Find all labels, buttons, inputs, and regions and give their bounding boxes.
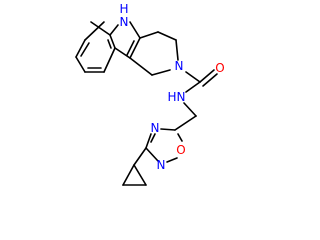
bond-pyrrole-3 — [129, 37, 141, 59]
bond-oxadiazole-2 — [177, 133, 183, 142]
bond-piperidine-4 — [151, 69, 171, 76]
bond-benzene-1 — [90, 21, 111, 36]
bond-pyrrole-2 — [129, 21, 141, 39]
bond-piperidine-5 — [129, 57, 153, 76]
bond-cyclopropyl-1 — [133, 164, 147, 186]
bond-cyclopropyl-link — [133, 147, 147, 166]
atom-nh-amide-h: H — [167, 90, 176, 104]
bond-oxadiazole-5 — [145, 133, 152, 149]
bond-oxadiazole-1 — [160, 128, 176, 131]
bond-benzene-inner-3 — [107, 39, 112, 49]
atom-o-carbonyl: O — [215, 61, 224, 75]
bond-oxadiazole-4 — [145, 147, 159, 162]
bond-nh-ch2 — [183, 102, 197, 117]
bond-benzene-5 — [75, 56, 86, 73]
bond-carbonyl-nh — [185, 81, 201, 93]
atom-n-ring: N — [175, 59, 184, 73]
atom-nh-indole-h: H — [119, 2, 128, 16]
atom-n-oxadiazole-top: N — [151, 121, 160, 135]
bond-benzene-2 — [109, 34, 116, 49]
bond-pyrrole-1 — [109, 24, 119, 36]
bond-oxadiazole-6 — [150, 133, 156, 143]
bond-pyrrole-4 — [126, 40, 135, 56]
bond-pyrrole-5 — [114, 47, 131, 59]
bond-oxadiazole-3 — [166, 157, 178, 163]
structure-drawing: N H N O H N N O N — [75, 2, 225, 186]
molecule-canvas: N H N O H N N O N — [75, 2, 225, 186]
bond-cyclopropyl-3 — [122, 164, 135, 186]
bond-piperidine-3 — [175, 39, 179, 61]
bond-layer — [75, 21, 218, 186]
atom-nh-amide: H N — [167, 90, 185, 104]
bond-ch2-oxadiazole — [174, 115, 197, 131]
atom-o-oxadiazole: O — [176, 143, 185, 157]
atom-nh-amide-n: N — [177, 90, 186, 104]
atom-nh-indole: N H — [119, 2, 128, 29]
bond-benzene-inner-2 — [80, 42, 90, 57]
bond-piperidine-1 — [139, 31, 159, 39]
atom-n-oxadiazole-bottom: N — [157, 158, 166, 172]
bond-benzene-3 — [103, 47, 116, 73]
bond-carbonyl-double-1 — [199, 69, 215, 83]
atom-label-layer: N H N O H N N O N — [119, 2, 224, 172]
bond-benzene-6 — [75, 39, 86, 58]
bond-benzene-7 — [84, 21, 105, 41]
atom-nh-indole-n: N — [120, 15, 129, 29]
bond-piperidine-2 — [157, 31, 177, 41]
bond-carbonyl-double-2 — [202, 73, 218, 87]
bond-ring-n-carbonyl — [185, 71, 201, 83]
